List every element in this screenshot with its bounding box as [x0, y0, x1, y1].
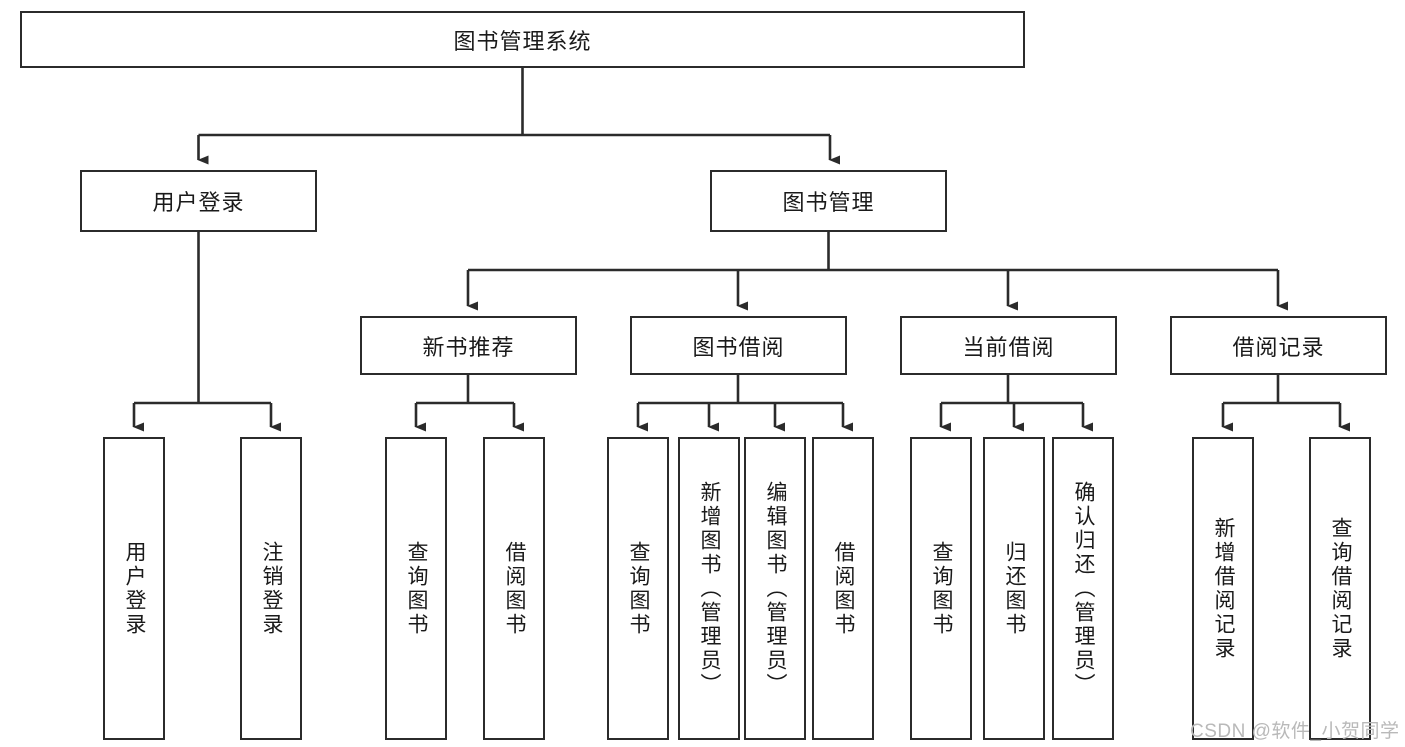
node-user-login-label: 用户登录	[152, 190, 245, 215]
csdn-watermark: CSDN @软件_小贺同学	[1190, 721, 1400, 742]
leaf-label: 查询借阅记录	[1329, 516, 1353, 661]
node-leaf-edit-book-admin[interactable]: 编辑图书（管理员）	[744, 437, 806, 740]
leaf-label: 确认归还（管理员）	[1072, 480, 1096, 697]
leaf-label: 用户登录	[123, 540, 147, 637]
leaf-label: 查询图书	[627, 540, 651, 637]
node-user-login[interactable]: 用户登录	[80, 170, 317, 232]
leaf-label: 新增图书（管理员）	[698, 480, 722, 697]
node-leaf-query-book-borrow[interactable]: 查询图书	[607, 437, 669, 740]
node-new-book-recommend-label: 新书推荐	[422, 334, 515, 360]
node-leaf-return-book[interactable]: 归还图书	[983, 437, 1045, 740]
node-book-borrow[interactable]: 图书借阅	[630, 316, 847, 375]
node-book-management[interactable]: 图书管理	[710, 170, 947, 232]
node-book-borrow-label: 图书借阅	[692, 334, 785, 360]
leaf-label: 编辑图书（管理员）	[764, 480, 788, 697]
leaf-label: 归还图书	[1003, 540, 1027, 637]
node-leaf-confirm-return-admin[interactable]: 确认归还（管理员）	[1052, 437, 1114, 740]
node-book-management-label: 图书管理	[782, 190, 875, 215]
node-leaf-query-book-current[interactable]: 查询图书	[910, 437, 972, 740]
node-leaf-logout[interactable]: 注销登录	[240, 437, 302, 740]
node-leaf-query-book-recommend[interactable]: 查询图书	[385, 437, 447, 740]
leaf-label: 查询图书	[930, 540, 954, 637]
node-root-label: 图书管理系统	[453, 28, 592, 54]
node-root[interactable]: 图书管理系统	[20, 11, 1025, 68]
node-leaf-add-book-admin[interactable]: 新增图书（管理员）	[678, 437, 740, 740]
node-current-borrow-label: 当前借阅	[962, 334, 1055, 360]
node-borrow-record[interactable]: 借阅记录	[1170, 316, 1387, 375]
node-leaf-borrow-book-recommend[interactable]: 借阅图书	[483, 437, 545, 740]
node-leaf-query-borrow-record[interactable]: 查询借阅记录	[1309, 437, 1371, 740]
leaf-label: 注销登录	[260, 540, 284, 637]
node-current-borrow[interactable]: 当前借阅	[900, 316, 1117, 375]
leaf-label: 借阅图书	[832, 540, 856, 637]
node-leaf-borrow-book[interactable]: 借阅图书	[812, 437, 874, 740]
node-borrow-record-label: 借阅记录	[1232, 334, 1325, 360]
node-leaf-user-login[interactable]: 用户登录	[103, 437, 165, 740]
leaf-label: 借阅图书	[503, 540, 527, 637]
node-leaf-add-borrow-record[interactable]: 新增借阅记录	[1192, 437, 1254, 740]
leaf-label: 查询图书	[405, 540, 429, 637]
leaf-label: 新增借阅记录	[1212, 516, 1236, 661]
node-new-book-recommend[interactable]: 新书推荐	[360, 316, 577, 375]
